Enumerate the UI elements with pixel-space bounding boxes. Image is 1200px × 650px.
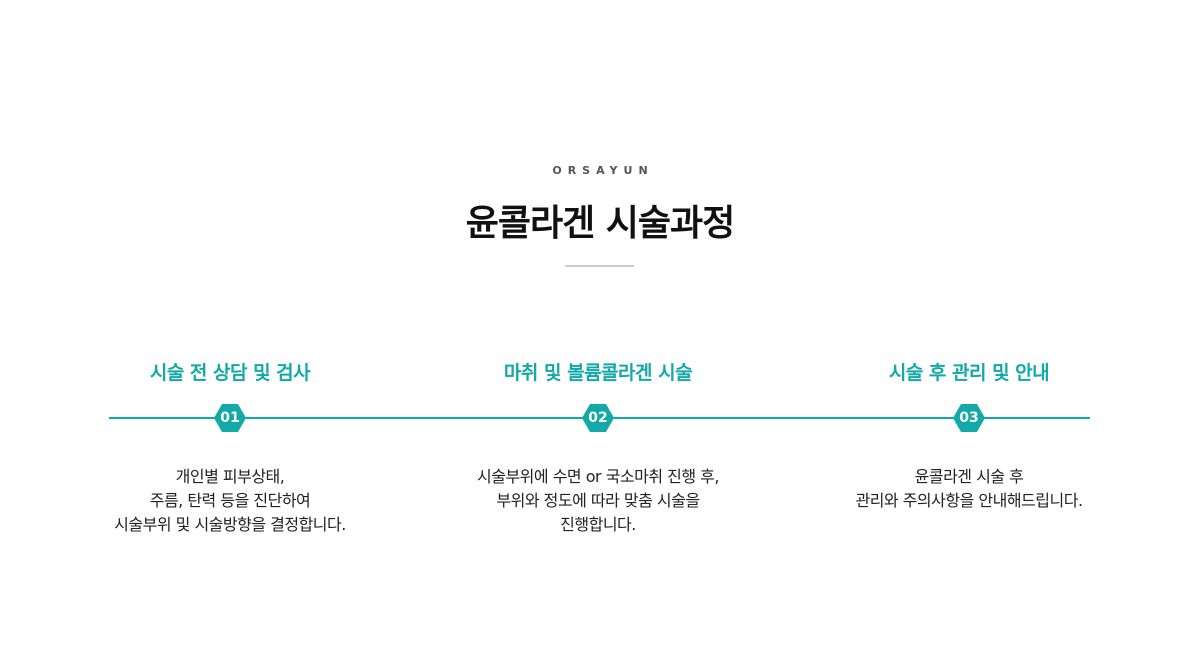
desc-line: 관리와 주의사항을 안내해드립니다. [855,491,1083,510]
brand-eyebrow: ORSAYUN [552,164,654,177]
step-3-description: 윤콜라겐 시술 후 관리와 주의사항을 안내해드립니다. [769,465,1169,513]
desc-line: 진행합니다. [560,515,636,534]
step-3-badge: 03 [953,404,985,432]
page-title: 윤콜라겐 시술과정 [465,203,736,244]
step-1-description: 개인별 피부상태, 주름, 탄력 등을 진단하여 시술부위 및 시술방향을 결정… [30,465,430,537]
desc-line: 부위와 정도에 따라 맞춤 시술을 [496,491,700,510]
step-2-title: 마취 및 볼륨콜라겐 시술 [503,362,693,384]
desc-line: 시술부위에 수면 or 국소마취 진행 후, [477,467,719,486]
step-2-description: 시술부위에 수면 or 국소마취 진행 후, 부위와 정도에 따라 맞춤 시술을… [398,465,798,537]
step-2-badge: 02 [582,404,614,432]
desc-line: 개인별 피부상태, [175,467,285,486]
desc-line: 주름, 탄력 등을 진단하여 [149,491,311,510]
step-3-title: 시술 후 관리 및 안내 [888,362,1050,384]
title-divider [565,265,634,267]
step-1-title: 시술 전 상담 및 검사 [149,362,311,384]
step-1-badge: 01 [214,404,246,432]
desc-line: 윤콜라겐 시술 후 [914,467,1024,486]
desc-line: 시술부위 및 시술방향을 결정합니다. [114,515,346,534]
